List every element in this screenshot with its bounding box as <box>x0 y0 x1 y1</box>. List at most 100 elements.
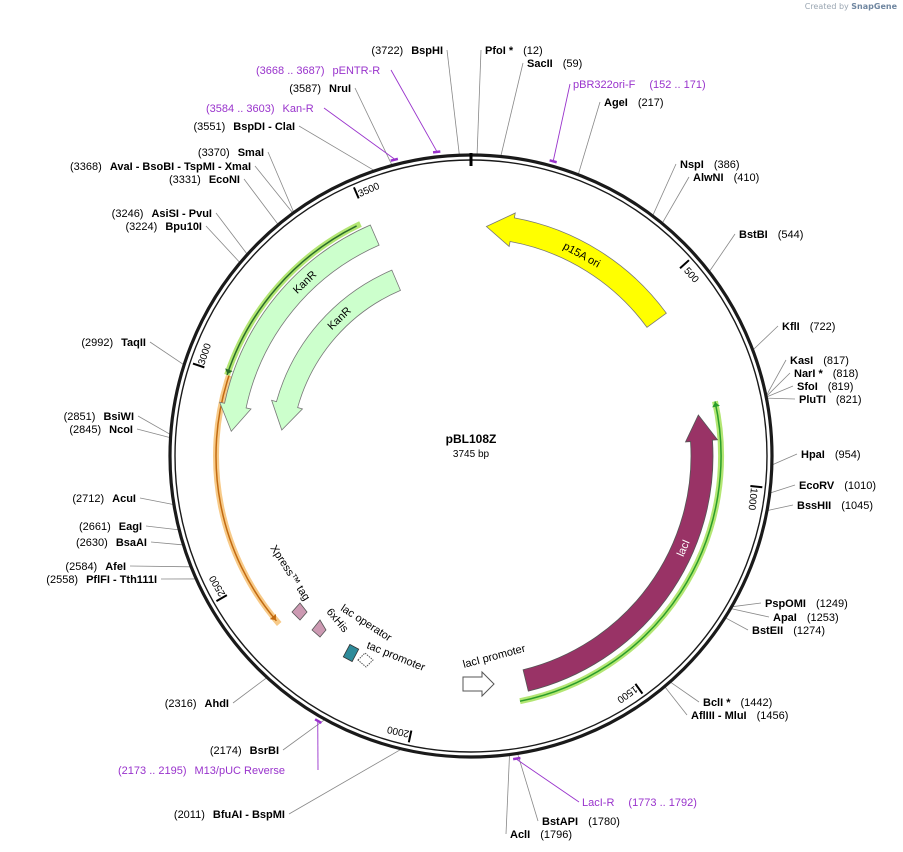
enzyme-site[interactable]: (2992)TaqII <box>81 337 146 349</box>
kan-strand[interactable] <box>226 225 357 376</box>
enzyme-site[interactable]: PluTI(821) <box>799 394 862 406</box>
enzyme-leader-line <box>267 151 295 213</box>
enzyme-leader-line <box>476 49 482 156</box>
enzyme-leader-line <box>769 484 796 494</box>
feature-kanr-outer[interactable] <box>219 224 380 433</box>
enzyme-leader-line <box>129 565 192 568</box>
enzyme-site[interactable]: BstEII(1274) <box>752 625 825 637</box>
primer-label[interactable]: LacI-R(1773 .. 1792) <box>582 797 697 809</box>
primer-label[interactable]: (2173 .. 2195)M13/pUC Reverse <box>118 765 285 777</box>
feature-laci[interactable] <box>522 414 719 692</box>
enzyme-position: (818) <box>833 368 859 380</box>
enzyme-site[interactable]: KflI(722) <box>782 321 835 333</box>
enzyme-site[interactable]: (2584)AfeI <box>65 561 126 573</box>
enzyme-site[interactable]: ApaI(1253) <box>773 612 839 624</box>
primer-label[interactable]: (3584 .. 3603)Kan-R <box>206 103 314 115</box>
enzyme-position: (2712) <box>72 493 104 505</box>
enzyme-site[interactable]: AgeI(217) <box>604 97 664 109</box>
feature-lac-operator[interactable] <box>342 643 360 663</box>
primer-name: pENTR-R <box>333 65 381 77</box>
enzyme-name: Bpu10I <box>165 221 202 233</box>
enzyme-name: BstBI <box>739 229 768 241</box>
feature-p15a-ori[interactable] <box>485 212 667 328</box>
primer-marker[interactable] <box>432 150 441 154</box>
features[interactable] <box>215 150 722 761</box>
primer-marker[interactable] <box>390 157 399 162</box>
feature-kanr-inner[interactable] <box>271 269 401 431</box>
enzyme-site[interactable]: (3587)NruI <box>289 83 351 95</box>
enzyme-position: (3370) <box>198 147 230 159</box>
enzyme-site[interactable]: (3551)BspDI - ClaI <box>193 121 295 133</box>
enzyme-site[interactable]: (3370)SmaI <box>198 147 264 159</box>
enzyme-site[interactable]: (3331)EcoNI <box>169 174 240 186</box>
enzyme-site[interactable]: (2011) BfuAI - BspMI <box>174 809 285 821</box>
enzyme-site[interactable]: AflIII - MluI(1456) <box>691 710 788 722</box>
orange-strand[interactable] <box>215 375 277 622</box>
enzyme-site[interactable]: NspI(386) <box>680 159 740 171</box>
plasmid-name: pBL108Z <box>446 432 497 446</box>
enzyme-site[interactable]: BssHII(1045) <box>797 500 873 512</box>
primer-label[interactable]: (3668 .. 3687)pENTR-R <box>256 65 380 77</box>
feature-6xhis[interactable] <box>311 619 327 638</box>
enzyme-leader-line <box>708 233 736 273</box>
enzyme-site[interactable]: SacII(59) <box>527 58 582 70</box>
enzyme-leader-line <box>298 125 375 172</box>
enzyme-position: (1442) <box>741 697 773 709</box>
tick-label: 3500 <box>357 181 382 200</box>
enzyme-site[interactable]: (3246)AsiSI - PvuI <box>112 208 212 220</box>
enzyme-name: NruI <box>329 83 351 95</box>
enzyme-name: HpaI <box>801 449 825 461</box>
enzyme-name: AclI <box>510 829 530 841</box>
enzyme-leader-line <box>664 686 688 716</box>
enzyme-position: (3368) <box>70 161 102 173</box>
enzyme-site[interactable]: BstAPI(1780) <box>542 816 620 828</box>
enzyme-site[interactable]: AlwNI(410) <box>693 172 759 184</box>
enzyme-site[interactable]: PspOMI(1249) <box>765 598 848 610</box>
enzyme-site[interactable]: HpaI(954) <box>801 449 861 461</box>
enzyme-position: (2011) <box>174 809 205 821</box>
enzyme-name: BfuAI - BspMI <box>213 809 285 821</box>
enzyme-site[interactable]: PfoI *(12) <box>485 45 543 57</box>
tick-label: 3000 <box>197 342 215 367</box>
enzyme-site[interactable]: BclI *(1442) <box>703 697 772 709</box>
primer-marker[interactable] <box>549 159 558 164</box>
enzyme-site[interactable]: (2630)BsaAI <box>76 537 147 549</box>
enzyme-site[interactable]: NarI *(818) <box>794 368 858 380</box>
enzyme-name: AflIII - MluI <box>691 710 747 722</box>
primer-marker[interactable] <box>314 718 323 725</box>
enzyme-site[interactable]: (2174)BsrBI <box>210 745 279 757</box>
enzyme-site[interactable]: (3224)Bpu10I <box>126 221 202 233</box>
enzyme-name: PflFI - Tth111I <box>86 574 157 586</box>
enzyme-site[interactable]: AclI(1796) <box>510 829 572 841</box>
enzyme-site[interactable]: EcoRV(1010) <box>799 480 876 492</box>
primer-range: (2173 .. 2195) <box>118 765 187 777</box>
enzyme-leader-line <box>137 415 171 436</box>
enzyme-leader-line <box>730 608 770 618</box>
enzyme-site[interactable]: (2845)NcoI <box>69 424 133 436</box>
enzyme-leader-line <box>446 49 460 156</box>
enzyme-site[interactable]: (3368)AvaI - BsoBI - TspMI - XmaI <box>70 161 251 173</box>
enzyme-name: EagI <box>119 521 142 533</box>
feature-xpress-tag[interactable] <box>291 602 308 621</box>
enzyme-site[interactable]: (2712)AcuI <box>72 493 136 505</box>
enzyme-site[interactable]: SfoI(819) <box>797 381 853 393</box>
enzyme-site[interactable]: KasI(817) <box>790 355 849 367</box>
enzyme-name: TaqII <box>121 337 146 349</box>
enzyme-site[interactable]: BstBI(544) <box>739 229 803 241</box>
primer-leader-line <box>516 759 580 803</box>
enzyme-site[interactable]: (2851)BsiWI <box>64 411 134 423</box>
primer-label[interactable]: pBR322ori-F(152 .. 171) <box>573 79 706 91</box>
feature-tac-promoter[interactable] <box>357 652 374 668</box>
enzyme-site[interactable]: (2558)PflFI - Tth111I <box>46 574 157 586</box>
enzyme-position: (819) <box>828 381 854 393</box>
enzyme-site[interactable]: (2661)EagI <box>79 521 142 533</box>
enzyme-position: (2630) <box>76 537 108 549</box>
label-laci-promoter: lacI promoter <box>462 643 527 671</box>
tick-mark <box>407 730 413 743</box>
laci-r-strand[interactable] <box>519 401 722 702</box>
tick-mark <box>679 259 690 269</box>
feature-laci-promoter[interactable] <box>462 670 495 698</box>
enzyme-site[interactable]: (3722)BspHI <box>371 45 443 57</box>
primer-marker[interactable] <box>512 756 521 761</box>
enzyme-site[interactable]: (2316)AhdI <box>165 698 229 710</box>
